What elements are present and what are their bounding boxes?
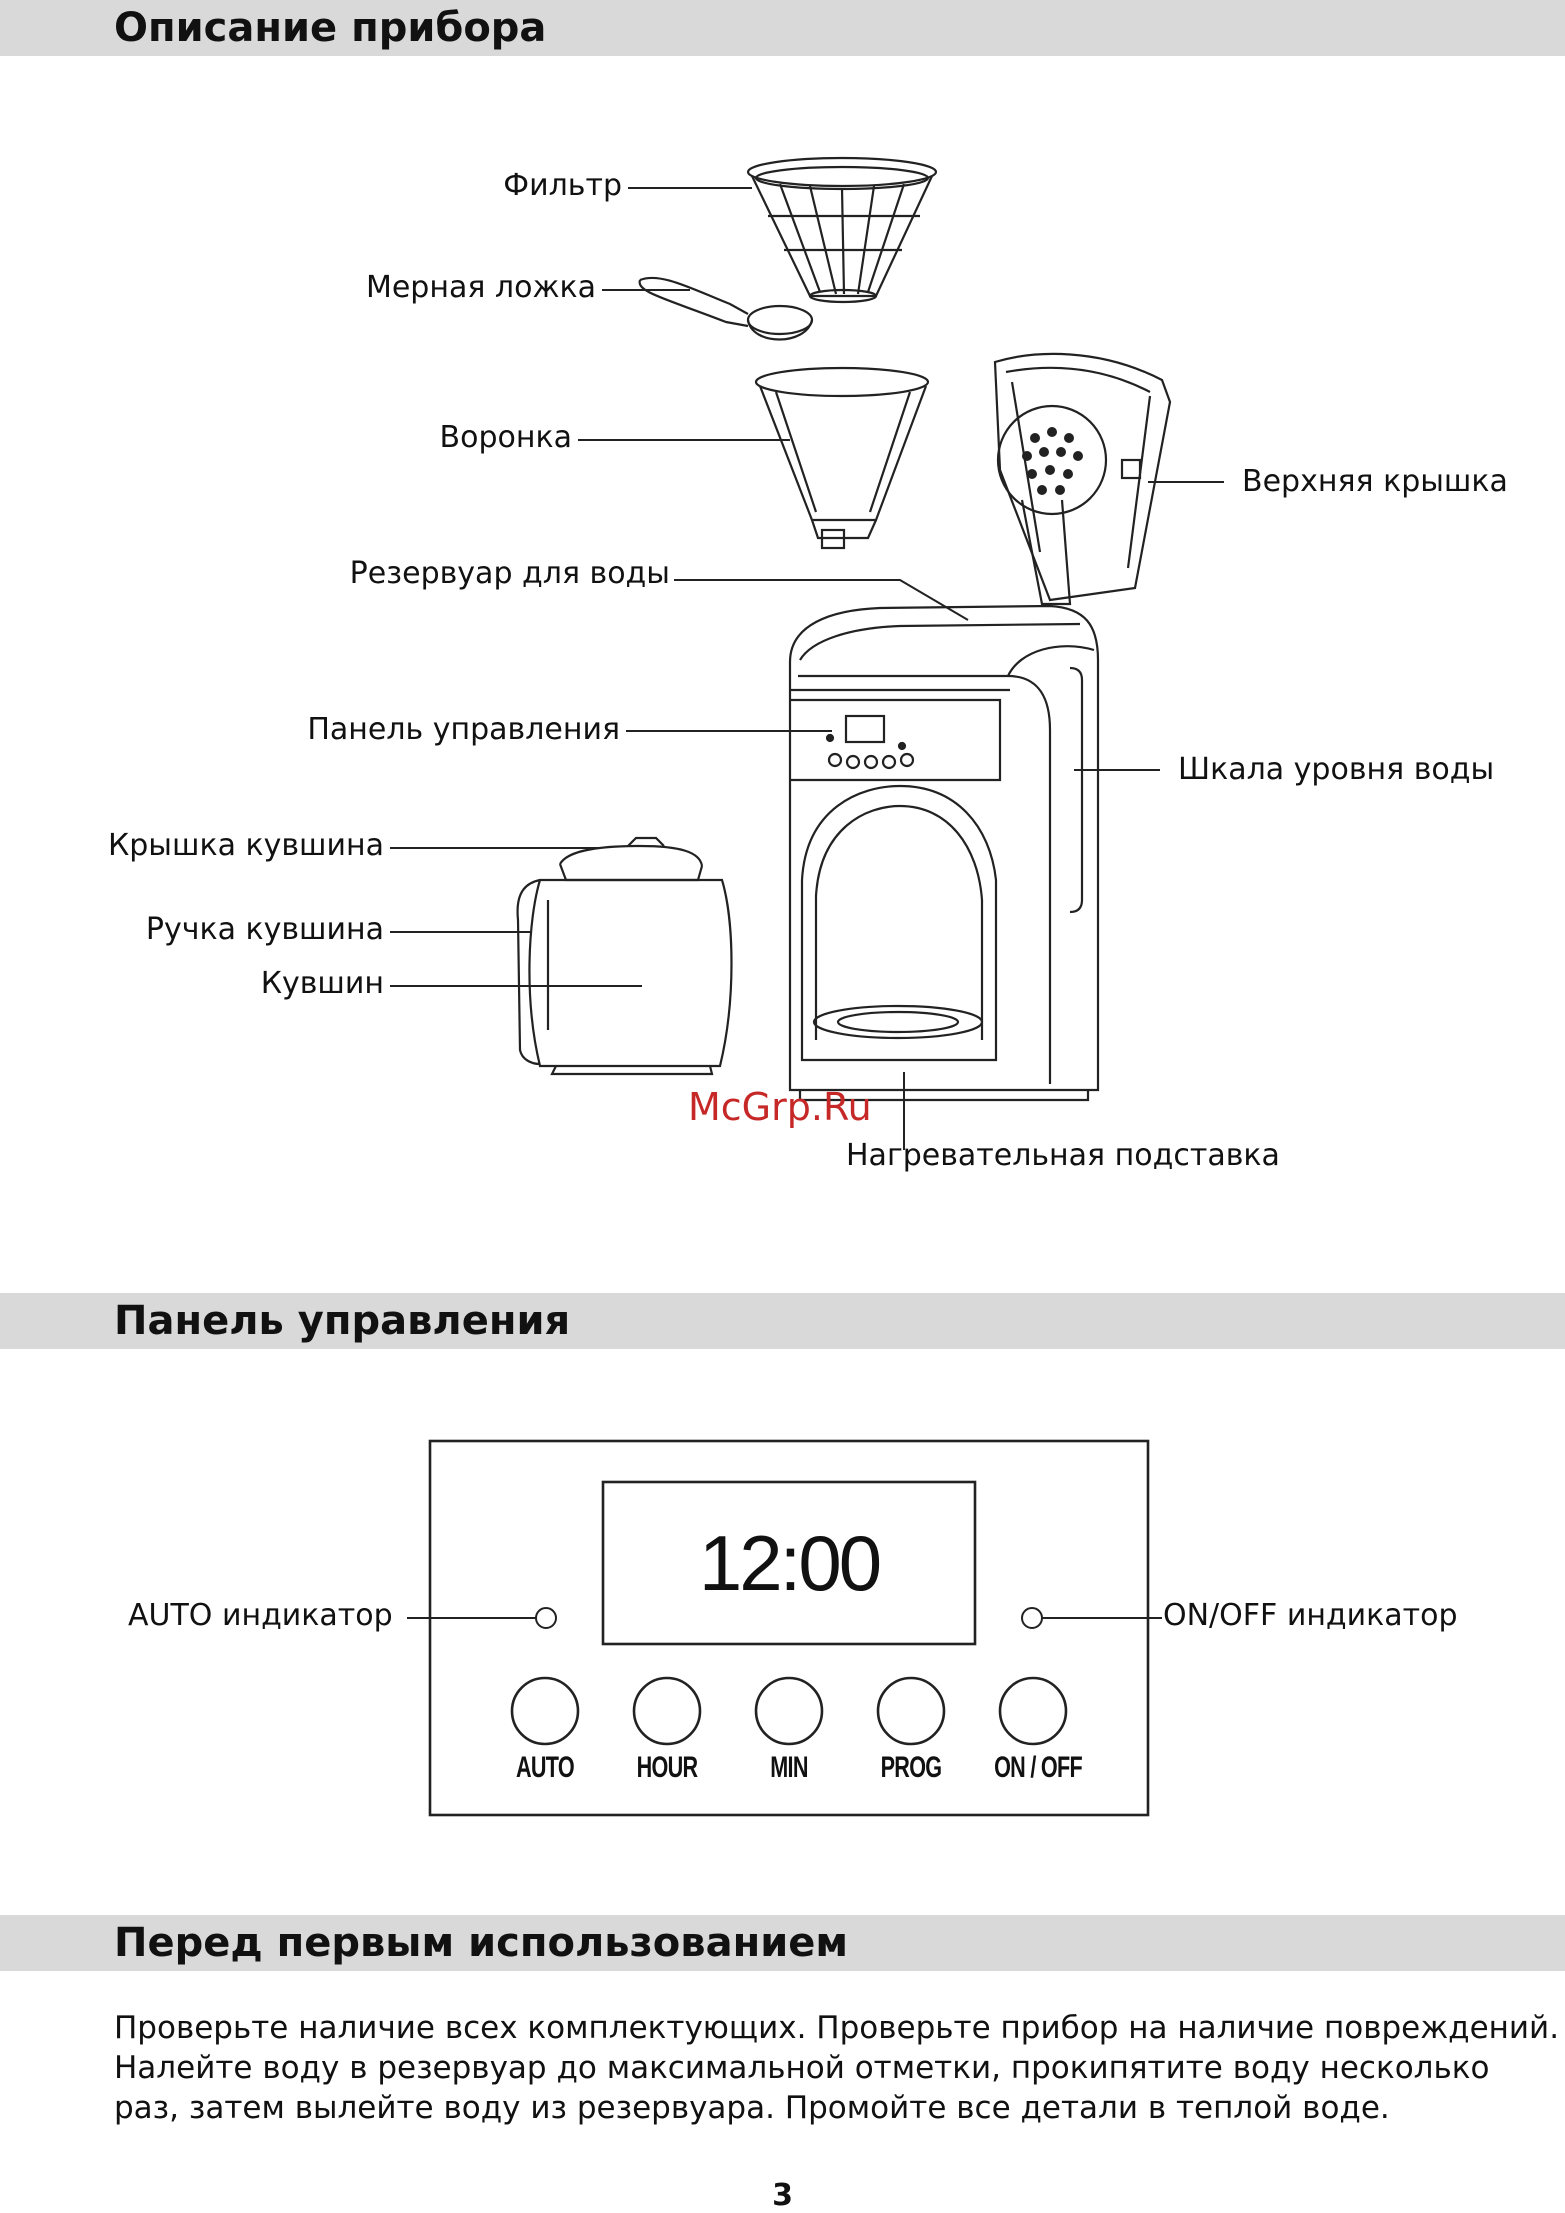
jug-illustration [516,836,733,1076]
scoop-illustration [638,276,814,341]
label-filter: Фильтр [503,168,622,203]
label-funnel: Воронка [439,420,572,455]
label-water-scale: Шкала уровня воды [1178,752,1495,787]
before-use-paragraph: Проверьте наличие всех комплектующих. Пр… [114,2010,1560,2126]
section-header-description: Описание прибора [0,0,1565,56]
button-label-prog: PROG [880,1751,942,1784]
section-title: Перед первым использованием [114,1920,849,1966]
funnel-illustration [754,366,930,550]
filter-illustration [746,156,938,304]
page-number: 3 [772,2178,793,2213]
button-label-auto: AUTO [516,1751,575,1784]
callout-lines [390,187,1224,1150]
section-title: Описание прибора [114,5,547,51]
clock-display: 12:00 [698,1518,882,1607]
label-jug: Кувшин [260,966,384,1001]
label-top-lid: Верхняя крышка [1242,464,1508,499]
coffee-maker-illustration [788,352,1172,1102]
section-header-control-panel: Панель управления [0,1293,1565,1349]
button-label-hour: HOUR [636,1751,698,1784]
label-jug-lid: Крышка кувшина [107,828,384,863]
label-control-panel: Панель управления [307,712,620,747]
watermark: McGrp.Ru [688,1085,872,1129]
label-warming-plate: Нагревательная подставка [846,1138,1280,1173]
button-label-min: MIN [770,1751,808,1784]
label-scoop: Мерная ложка [365,270,596,305]
control-panel-diagram [407,1439,1162,1817]
label-onoff-indicator: ON/OFF индикатор [1163,1598,1458,1633]
button-label-onoff: ON / OFF [994,1751,1083,1784]
section-title: Панель управления [114,1298,571,1344]
label-auto-indicator: AUTO индикатор [128,1598,393,1633]
label-jug-handle: Ручка кувшина [145,912,384,947]
label-reservoir: Резервуар для воды [349,556,670,591]
section-header-before-use: Перед первым использованием [0,1915,1565,1971]
